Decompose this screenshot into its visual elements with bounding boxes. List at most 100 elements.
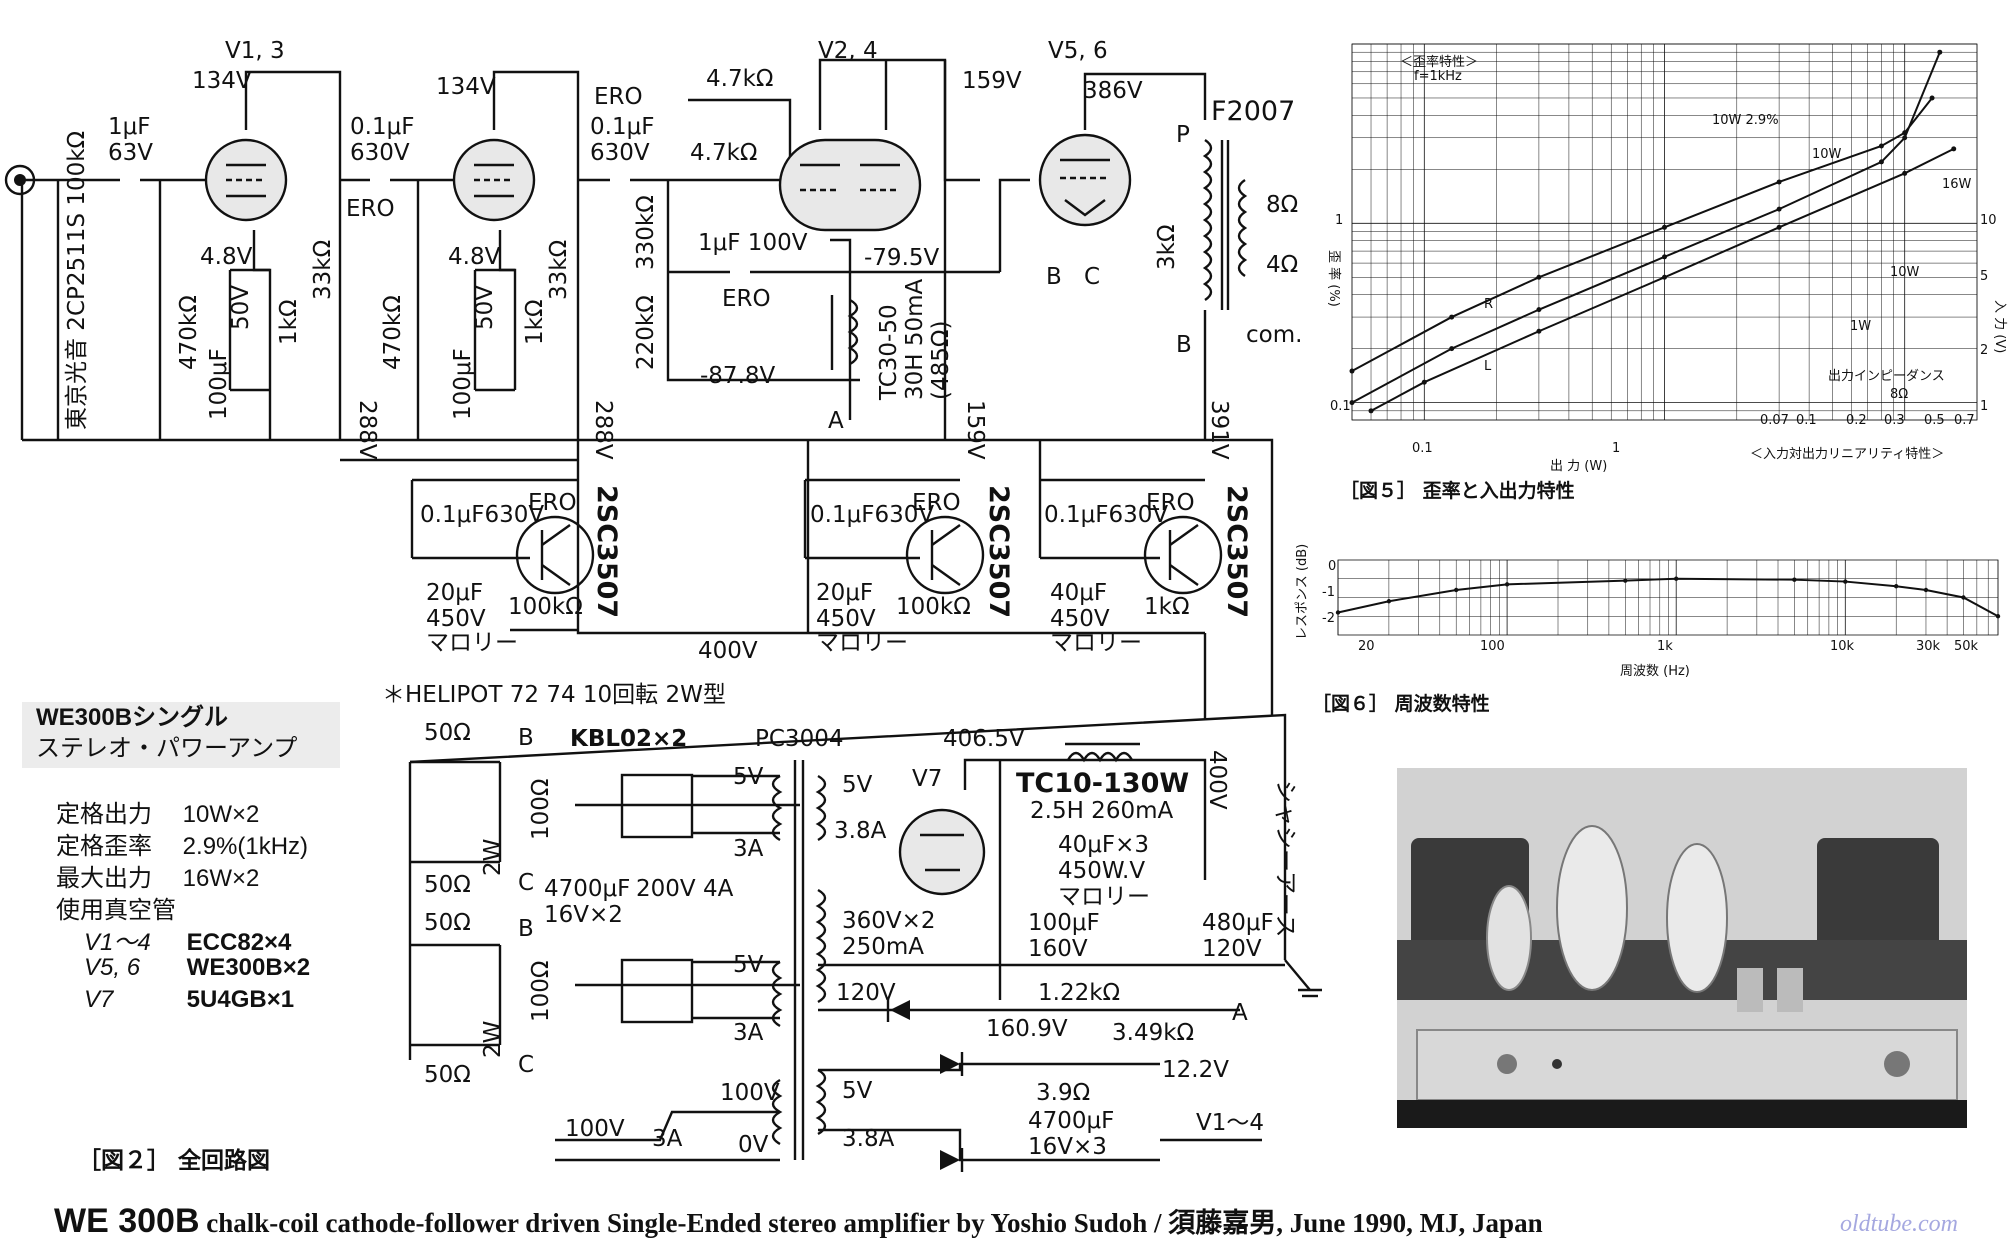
psu-pot100-a: 100Ω <box>528 779 554 840</box>
label-33k-b: 33kΩ <box>546 240 572 300</box>
ccs3-c1: 40μF <box>1050 580 1107 606</box>
label-391v: 391V <box>1206 400 1232 460</box>
label-48v-a: 4.8V <box>200 244 253 270</box>
label-c-in-2: 63V <box>108 140 153 166</box>
fig6-point-0-4 <box>1623 578 1628 583</box>
label-122v: 12.2V <box>1162 1057 1229 1083</box>
psu-b1: B <box>518 725 534 751</box>
label-c-tube: C <box>1084 264 1100 290</box>
fig6-ytick-0: 0 <box>1328 559 1336 574</box>
fig6-ytick-m2: -2 <box>1322 611 1335 626</box>
label-c1u100: 1μF 100V <box>698 230 808 256</box>
psu-labels: 50Ω 50Ω 50Ω 50Ω B C B C 100Ω 100Ω 2W 2W … <box>424 720 1298 1160</box>
fig5-chart: ＜歪率特性＞ f=1kHz 10W 2.9% 10W 16W 10W 1W 出力… <box>1326 43 2007 502</box>
fig6-title: ［図６］ 周波数特性 <box>1312 692 1490 715</box>
spec-tube-v7: V7 5U4GB×1 <box>84 986 295 1013</box>
label-1609v: 160.9V <box>986 1016 1068 1042</box>
fig5-point-1-4 <box>1776 206 1782 212</box>
tube-v7-icon <box>898 808 986 896</box>
fig6-series-line-0 <box>1337 577 1999 618</box>
output-transformer-icon <box>1202 139 1248 310</box>
fig5-y2tick-2: 2 <box>1980 343 1988 358</box>
fig5-y2tick-10: 10 <box>1980 213 1997 228</box>
psu-r50-d: 50Ω <box>424 1062 471 1088</box>
psu-pc3004: PC3004 <box>755 726 843 752</box>
psu-chassis: シャシーアース <box>1272 780 1298 938</box>
psu-choke-1: TC10-130W <box>1016 768 1189 799</box>
fig5-annot-8ohm: 8Ω <box>1890 387 1908 402</box>
fig5-annot-l: L <box>1484 359 1492 374</box>
component-labels: 1μF 63V 0.1μF 630V ERO ERO 0.1μF 630V 4.… <box>64 66 1302 434</box>
spec-title: WE300Bシングル ステレオ・パワーアンプ <box>22 702 340 768</box>
label-c01-b2: 630V <box>590 140 650 166</box>
ccs3-c2: 450V <box>1050 606 1110 632</box>
fig6-point-0-11 <box>1995 614 2001 619</box>
label-v56: V5, 6 <box>1048 38 1108 64</box>
label-33k-a: 33kΩ <box>310 240 336 300</box>
fig5-annot-impedance: 出力インピーダンス <box>1828 369 1945 384</box>
fig5-xtick-01: 0.1 <box>1412 441 1433 456</box>
fig5-series-line-1 <box>1351 51 1941 404</box>
fig6-series <box>1335 576 2001 619</box>
psu-c1: C <box>518 870 534 896</box>
fig5-annot-10w: 10W <box>1812 147 1842 162</box>
psu-fuse: 3A <box>652 1126 683 1152</box>
fig5-annot-freq: f=1kHz <box>1414 69 1462 84</box>
spec-title-line2: ステレオ・パワーアンプ <box>36 735 298 762</box>
footer-caption: WE 300B chalk-coil cathode-follower driv… <box>54 1201 1543 1241</box>
spec-row-rated-output: 定格出力 10W×2 <box>56 801 260 828</box>
transistor-1-icon <box>515 515 595 595</box>
psu-tap-100v: 100V <box>720 1080 780 1106</box>
fig5-y2label: 入 力 (V) <box>1992 300 2007 353</box>
psu-b2: B <box>518 916 534 942</box>
fig5-annot-r: R <box>1484 297 1493 312</box>
fig5-point-1-0 <box>1349 400 1355 406</box>
fig5-point-2-5 <box>1902 170 1908 176</box>
fig5-series <box>1349 49 1957 414</box>
label-1k-b: 1kΩ <box>522 299 548 345</box>
label-4ohm: 4Ω <box>1266 252 1298 278</box>
label-choke-3: (485Ω) <box>928 321 954 400</box>
psu-r39: 3.9Ω <box>1036 1080 1090 1106</box>
fig5-y2tick-5: 5 <box>1980 269 1988 284</box>
fig6-ylabel: レスポンス (dB) <box>1295 544 1310 640</box>
psu-c40x3-2: 450W.V <box>1058 858 1145 884</box>
fig5-point-0-4 <box>1776 179 1782 185</box>
fig5-point-2-2 <box>1536 328 1542 334</box>
fig5-x2tick-007: 0.07 <box>1760 413 1789 428</box>
ccs1-c2: 450V <box>426 606 486 632</box>
fig5-point-2-4 <box>1776 224 1782 230</box>
label-134v-a: 134V <box>192 68 252 94</box>
fig6-point-0-7 <box>1843 579 1848 584</box>
psu-120v: 120V <box>836 980 896 1006</box>
psu-360v-2: 250mA <box>842 934 924 960</box>
psu-c4700x3-1: 4700μF <box>1028 1108 1114 1134</box>
fig5-point-0-5 <box>1878 143 1884 149</box>
fig5-x2tick-02: 0.2 <box>1846 413 1867 428</box>
transistor-2-icon <box>905 515 985 595</box>
fig5-x2tick-07: 0.7 <box>1954 413 1975 428</box>
fig5-point-1-2 <box>1536 307 1542 313</box>
fig5-x2tick-05: 0.5 <box>1924 413 1945 428</box>
fig5-x2label: ＜入力対出力リニアリティ特性＞ <box>1750 447 1944 462</box>
psu-kbl: KBL02×2 <box>570 726 687 752</box>
label-choke-1: TC30-50 <box>876 304 902 401</box>
ccs1-r: 100kΩ <box>508 594 583 620</box>
psu-c4700-2: 16V×2 <box>544 902 623 928</box>
ccs1-mallory: マロリー <box>426 630 518 656</box>
fig5-annot-1w: 1W <box>1850 319 1871 334</box>
label-minus878v: -87.8V <box>700 363 776 389</box>
psu-c4700-1: 4700μF <box>544 876 630 902</box>
label-minus795v: -79.5V <box>864 245 940 271</box>
tube-v5-icon <box>1038 133 1132 227</box>
fig5-point-0-3 <box>1662 224 1667 230</box>
ccs2-mallory: マロリー <box>816 630 908 656</box>
transistor-3-icon <box>1143 515 1223 595</box>
label-v13: V1, 3 <box>225 38 285 64</box>
fig5-x2tick-01: 0.1 <box>1796 413 1817 428</box>
psu-200v: 200V 4A <box>636 876 734 902</box>
fig6-point-0-0 <box>1335 610 1341 615</box>
psu-tap-0v: 0V <box>738 1132 769 1158</box>
fig5-point-2-6 <box>1951 146 1957 152</box>
label-c01-a2: 630V <box>350 140 410 166</box>
